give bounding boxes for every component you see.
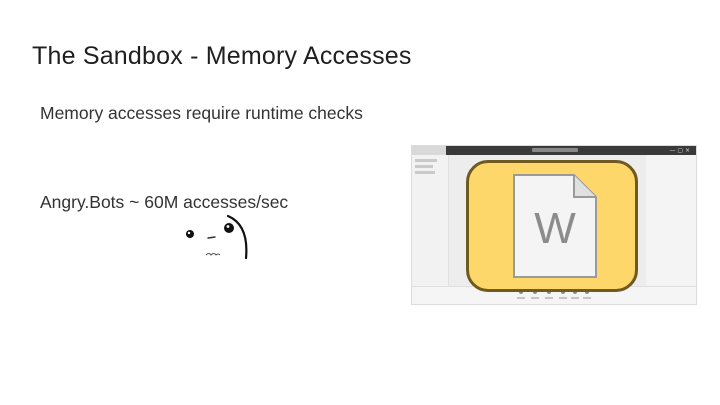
sidebar bbox=[412, 155, 449, 287]
word-document-icon: W bbox=[513, 174, 597, 278]
highlighted-file-tile: W bbox=[466, 160, 638, 292]
tool-icon bbox=[533, 290, 537, 294]
window-controls-icon: — ▢ × bbox=[669, 147, 690, 154]
doodle-face-icon bbox=[186, 214, 248, 260]
doc-letter: W bbox=[534, 204, 576, 253]
tool-icon bbox=[573, 290, 577, 294]
browser-tab bbox=[412, 146, 446, 155]
tool-icon bbox=[547, 290, 551, 294]
tool-icon bbox=[561, 290, 565, 294]
bullet-memory-accesses: Memory accesses require runtime checks bbox=[40, 103, 363, 123]
slide-title: The Sandbox - Memory Accesses bbox=[32, 42, 412, 70]
right-panel bbox=[646, 155, 696, 287]
tool-icon bbox=[519, 290, 523, 294]
bullet-angrybots: Angry.Bots ~ 60M accesses/sec bbox=[40, 192, 289, 212]
window-titlebar: — ▢ × bbox=[412, 146, 696, 155]
tool-icon bbox=[585, 290, 589, 294]
